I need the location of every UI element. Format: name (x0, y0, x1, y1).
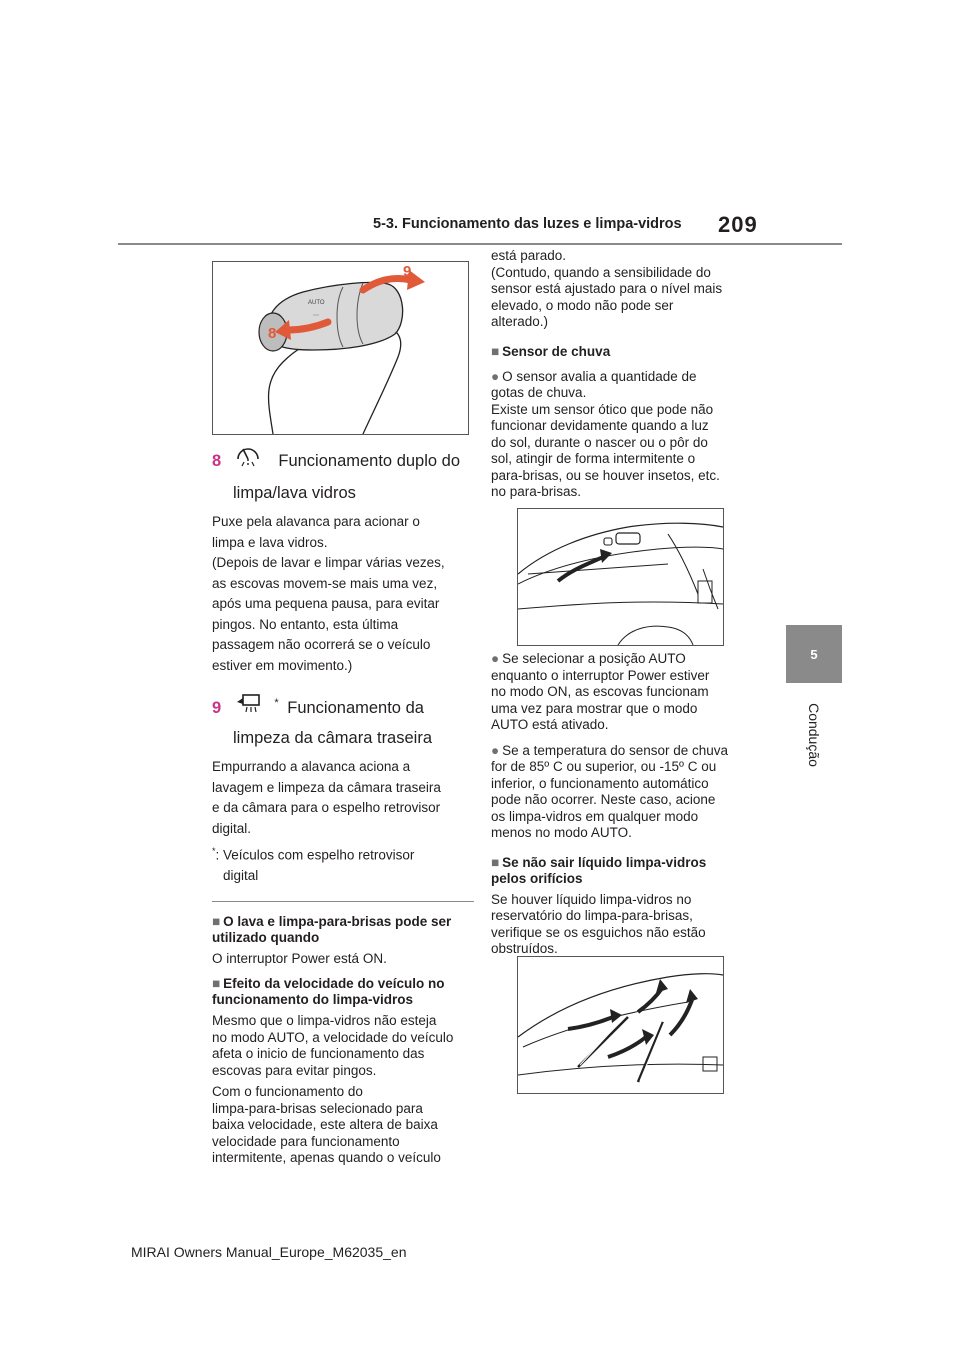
text-line: Puxe pela alavanca para acionar o (212, 514, 420, 529)
figure-label-9: 9 (403, 263, 411, 280)
item-9-asterisk: * (274, 697, 279, 709)
section-divider (212, 900, 474, 902)
section-heading: ■Efeito da velocidade do veículo no func… (212, 976, 445, 1008)
paragraph: Mesmo que o limpa-vidros não esteja no m… (212, 1013, 454, 1078)
bullet-item: ●O sensor avalia a quantidade de gotas d… (491, 368, 720, 500)
bullet-dot-icon: ● (491, 368, 500, 384)
wiper-lever-illustration: AUTO ⋯ 9 8 (258, 263, 425, 434)
bullet-item: ●Se selecionar a posição AUTO enquanto o… (491, 651, 710, 732)
section-title: 5-3. Funcionamento das luzes e limpa-vid… (373, 216, 682, 232)
text-line: (Depois de lavar e limpar várias vezes, (212, 555, 445, 570)
rain-sensor-illustration (518, 522, 723, 645)
right-column: está parado. (Contudo, quando a sensibil… (491, 248, 761, 501)
square-bullet-icon: ■ (212, 913, 221, 929)
item-9-title-line2: limpeza da câmara traseira (233, 729, 432, 748)
text-line: digital. (212, 820, 252, 836)
footnote-line1: : Veículos com espelho retrovisor (215, 847, 415, 863)
square-bullet-icon: ■ (491, 343, 500, 359)
text-line: passagem não ocorrerá se o veículo (212, 637, 431, 652)
paragraph: Se houver líquido limpa-vidros no reserv… (491, 891, 706, 957)
item-9-body: Empurrando a alavanca aciona a lavagem e… (212, 757, 474, 839)
footnote-mark: * (212, 846, 216, 857)
text-line: pingos. No entanto, esta última (212, 616, 399, 632)
figure-label-8: 8 (268, 325, 276, 342)
washer-fluid-heading: ■Se não sair líquido limpa-vidros pelos … (491, 854, 707, 886)
text-line: limpa e lava vidros. (212, 534, 328, 550)
item-9-title-line1: Funcionamento da (287, 698, 424, 717)
rain-sensor-figure (517, 508, 724, 646)
washer-wiper-icon (234, 445, 262, 479)
wiper-lever-figure: AUTO ⋯ 9 8 (212, 261, 469, 435)
bullet-item: ●Se a temperatura do sensor de chuva for… (491, 742, 729, 841)
footnote: *: Veículos com espelho retrovisor digit… (212, 841, 474, 887)
washer-nozzle-figure (517, 956, 724, 1094)
paragraph: Com o funcionamento do limpa-para-brisas… (212, 1084, 441, 1166)
left-column: 8 Funcionamento duplo do limpa/lava vidr… (212, 445, 474, 1167)
item-8-title-line1: Funcionamento duplo do (278, 452, 461, 471)
text-line: após uma pequena pausa, para evitar (212, 596, 440, 611)
text-line: e da câmara para o espelho retrovisor (212, 800, 441, 816)
rear-camera-washer-icon (234, 692, 266, 724)
item-8-title-line2: limpa/lava vidros (233, 484, 356, 502)
chapter-tab: 5 (786, 625, 842, 683)
page-number: 209 (718, 212, 758, 237)
footnote-line2: digital (223, 868, 259, 884)
square-bullet-icon: ■ (491, 854, 500, 870)
text-line: lavagem e limpeza da câmara traseira (212, 779, 441, 795)
rain-sensor-heading: ■Sensor de chuva (491, 343, 611, 359)
item-9-heading: 9 * Funcionamento da (212, 689, 474, 724)
right-column-lower: ●Se selecionar a posição AUTO enquanto o… (491, 651, 761, 958)
chapter-label: Condução (786, 690, 842, 780)
text-line: Empurrando a alavanca aciona a (212, 759, 411, 775)
item-9-number: 9 (212, 698, 222, 717)
item-8-body: Puxe pela alavanca para acionar o limpa … (212, 512, 474, 676)
item-8-number: 8 (212, 452, 222, 471)
bullet-dot-icon: ● (491, 651, 500, 666)
svg-text:AUTO: AUTO (308, 300, 325, 306)
section-heading: ■O lava e limpa-para-brisas pode ser uti… (212, 913, 452, 945)
item-8-heading: 8 Funcionamento duplo do (212, 445, 474, 479)
footer-text: MIRAI Owners Manual_Europe_M62035_en (131, 1244, 407, 1260)
paragraph: está parado. (Contudo, quando a sensibil… (491, 248, 723, 329)
bullet-dot-icon: ● (491, 742, 500, 758)
washer-nozzle-illustration (518, 973, 723, 1083)
square-bullet-icon: ■ (212, 976, 221, 992)
paragraph: O interruptor Power está ON. (212, 950, 387, 966)
text-line: estiver em movimento.) (212, 657, 353, 673)
chapter-number: 5 (810, 646, 818, 662)
header-rule (118, 243, 842, 245)
chapter-name: Condução (806, 703, 823, 767)
svg-text:⋯: ⋯ (313, 313, 319, 319)
text-line: as escovas movem-se mais uma vez, (212, 575, 438, 591)
